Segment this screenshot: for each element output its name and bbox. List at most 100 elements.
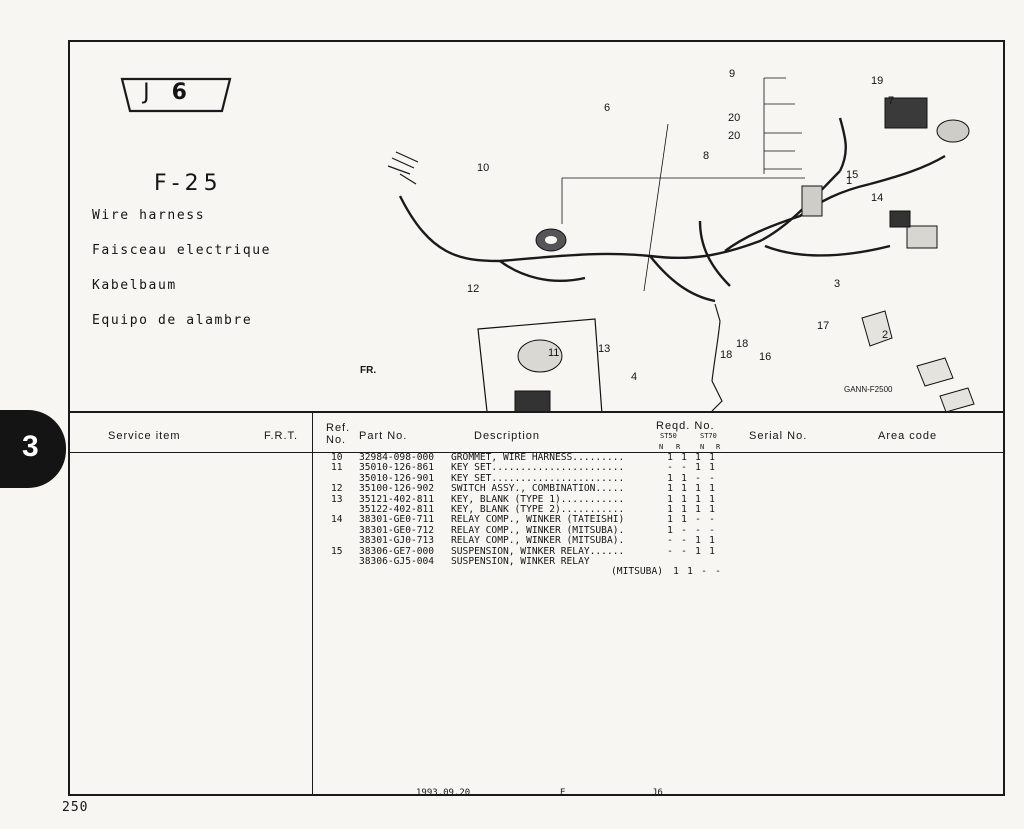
- part-no: 38301-GE0-711: [359, 514, 435, 526]
- figure-code: GANN-F2500: [844, 385, 893, 394]
- front-direction-label: FR.: [360, 365, 377, 376]
- qty-st70-r: -: [709, 472, 715, 484]
- qty-st70-n: 1: [695, 535, 701, 547]
- description: SUSPENSION, WINKER RELAY: [451, 556, 590, 568]
- qty-st50-r: -: [681, 524, 687, 536]
- part-no: [359, 567, 451, 577]
- header-sub-r2: R: [716, 443, 721, 451]
- table-row: 38306-GJ5-004 SUSPENSION, WINKER RELAY: [328, 556, 738, 568]
- qty-st70-r: -: [709, 514, 715, 526]
- description: KEY SET.......................: [451, 472, 625, 484]
- badge-number: 6: [171, 80, 209, 105]
- callout-14: 14: [871, 192, 884, 204]
- ref-no: 11: [331, 462, 343, 474]
- qty-st70-r: 1: [709, 504, 715, 516]
- header-frt: F.R.T.: [264, 430, 299, 442]
- description: (MITSUBA): [611, 566, 663, 578]
- qty-st50-n: 1: [667, 514, 673, 526]
- callout-18b: 18: [720, 349, 733, 361]
- description: GROMMET, WIRE HARNESS.........: [451, 452, 625, 463]
- qty-st70-n: 1: [695, 452, 701, 463]
- header-description: Description: [474, 430, 541, 442]
- header-reqd-no: Reqd. No.: [656, 420, 715, 432]
- description: KEY, BLANK (TYPE 2)...........: [451, 504, 625, 516]
- qty-st70-r: 1: [709, 535, 715, 547]
- callout-4: 4: [631, 371, 638, 383]
- header-serial-no: Serial No.: [749, 430, 808, 442]
- header-st70: ST70: [700, 432, 717, 440]
- qty-st50-n: 1: [667, 483, 673, 495]
- qty-st70-r: 1: [709, 493, 715, 505]
- callout-1: 1: [846, 175, 853, 187]
- description: RELAY COMP., WINKER (TATEISHI): [451, 514, 625, 526]
- qty-st50-r: -: [681, 462, 687, 474]
- qty-st70-r: 1: [709, 483, 715, 495]
- table-row: 38301-GE0-712 RELAY COMP., WINKER (MITSUB…: [328, 524, 738, 536]
- description: SUSPENSION, WINKER RELAY......: [451, 545, 625, 557]
- description: RELAY COMP., WINKER (MITSUBA).: [451, 524, 625, 536]
- qty-st70-n: 1: [695, 462, 701, 474]
- model-code: F-25: [154, 171, 223, 196]
- part-no: 38301-GE0-712: [359, 524, 435, 536]
- qty-st70-r: 1: [709, 452, 715, 463]
- description: KEY, BLANK (TYPE 1)...........: [451, 493, 625, 505]
- part-no: 35100-126-902: [359, 483, 435, 495]
- header-area-code: Area code: [878, 430, 938, 442]
- ref-no: 14: [331, 514, 343, 526]
- page-badge: J6: [118, 76, 234, 114]
- qty-st50-r: 1: [681, 452, 687, 463]
- header-ref-no: Ref. No.: [326, 422, 351, 446]
- callout-7: 7: [888, 95, 895, 107]
- header-part-no: Part No.: [359, 430, 408, 442]
- header-service-item: Service item: [108, 430, 181, 442]
- part-no: 38306-GJ5-004: [359, 556, 435, 568]
- part-no: 35121-402-811: [359, 493, 435, 505]
- callout-11: 11: [548, 347, 560, 359]
- part-no: 32984-098-000: [359, 452, 435, 463]
- callout-18a: 18: [736, 338, 749, 350]
- ref-no: [328, 557, 359, 567]
- ref-no: 12: [331, 483, 343, 495]
- qty-st70-n: 1: [695, 483, 701, 495]
- section-tab-label: 3: [22, 430, 39, 463]
- ref-no: 15: [331, 545, 343, 557]
- header-st50: ST50: [660, 432, 677, 440]
- qty-st50-r: -: [681, 535, 687, 547]
- catalog-page-frame: J6 F-25 Wire harness Faisceau electrique…: [68, 40, 1005, 798]
- title-english: Wire harness: [92, 208, 206, 223]
- callout-3: 3: [834, 278, 841, 290]
- column-divider-service: [312, 411, 313, 796]
- qty-st70-n: 1: [695, 493, 701, 505]
- qty-st50-n: 1: [673, 566, 679, 578]
- callout-12: 12: [467, 283, 480, 295]
- qty-st70-n: -: [701, 566, 707, 578]
- ref-no: [328, 567, 359, 577]
- table-row: 35122-402-811 KEY, BLANK (TYPE 2)........…: [328, 504, 738, 516]
- header-sub-n2: N: [700, 443, 705, 451]
- qty-st50-n: 1: [667, 524, 673, 536]
- qty-st50-r: 1: [681, 504, 687, 516]
- callout-20a: 20: [728, 112, 741, 124]
- header-sub-n1: N: [659, 443, 664, 451]
- ref-no: 10: [331, 452, 343, 463]
- table-row: 14 38301-GE0-711 RELAY COMP., WINKER (TATE…: [328, 514, 738, 526]
- qty-st50-n: -: [667, 462, 673, 474]
- qty-st50-n: 1: [667, 472, 673, 484]
- part-no: 38306-GE7-000: [359, 545, 435, 557]
- title-french: Faisceau electrique: [92, 243, 272, 258]
- diagram-divider: [70, 411, 1003, 413]
- table-row: 15 38306-GE7-000 SUSPENSION, WINKER RELAY.…: [328, 545, 738, 557]
- page-number: 250: [62, 800, 89, 815]
- description: RELAY COMP., WINKER (MITSUBA).: [451, 535, 625, 547]
- footer-page-ref: J6: [652, 788, 663, 798]
- part-no: 35122-402-811: [359, 504, 435, 516]
- parts-list: 10 32984-098-000 GROMMET, WIRE HARNESS....…: [328, 452, 738, 578]
- callout-8: 8: [703, 150, 710, 162]
- title-spanish: Equipo de alambre: [92, 313, 253, 328]
- qty-st70-r: -: [709, 524, 715, 536]
